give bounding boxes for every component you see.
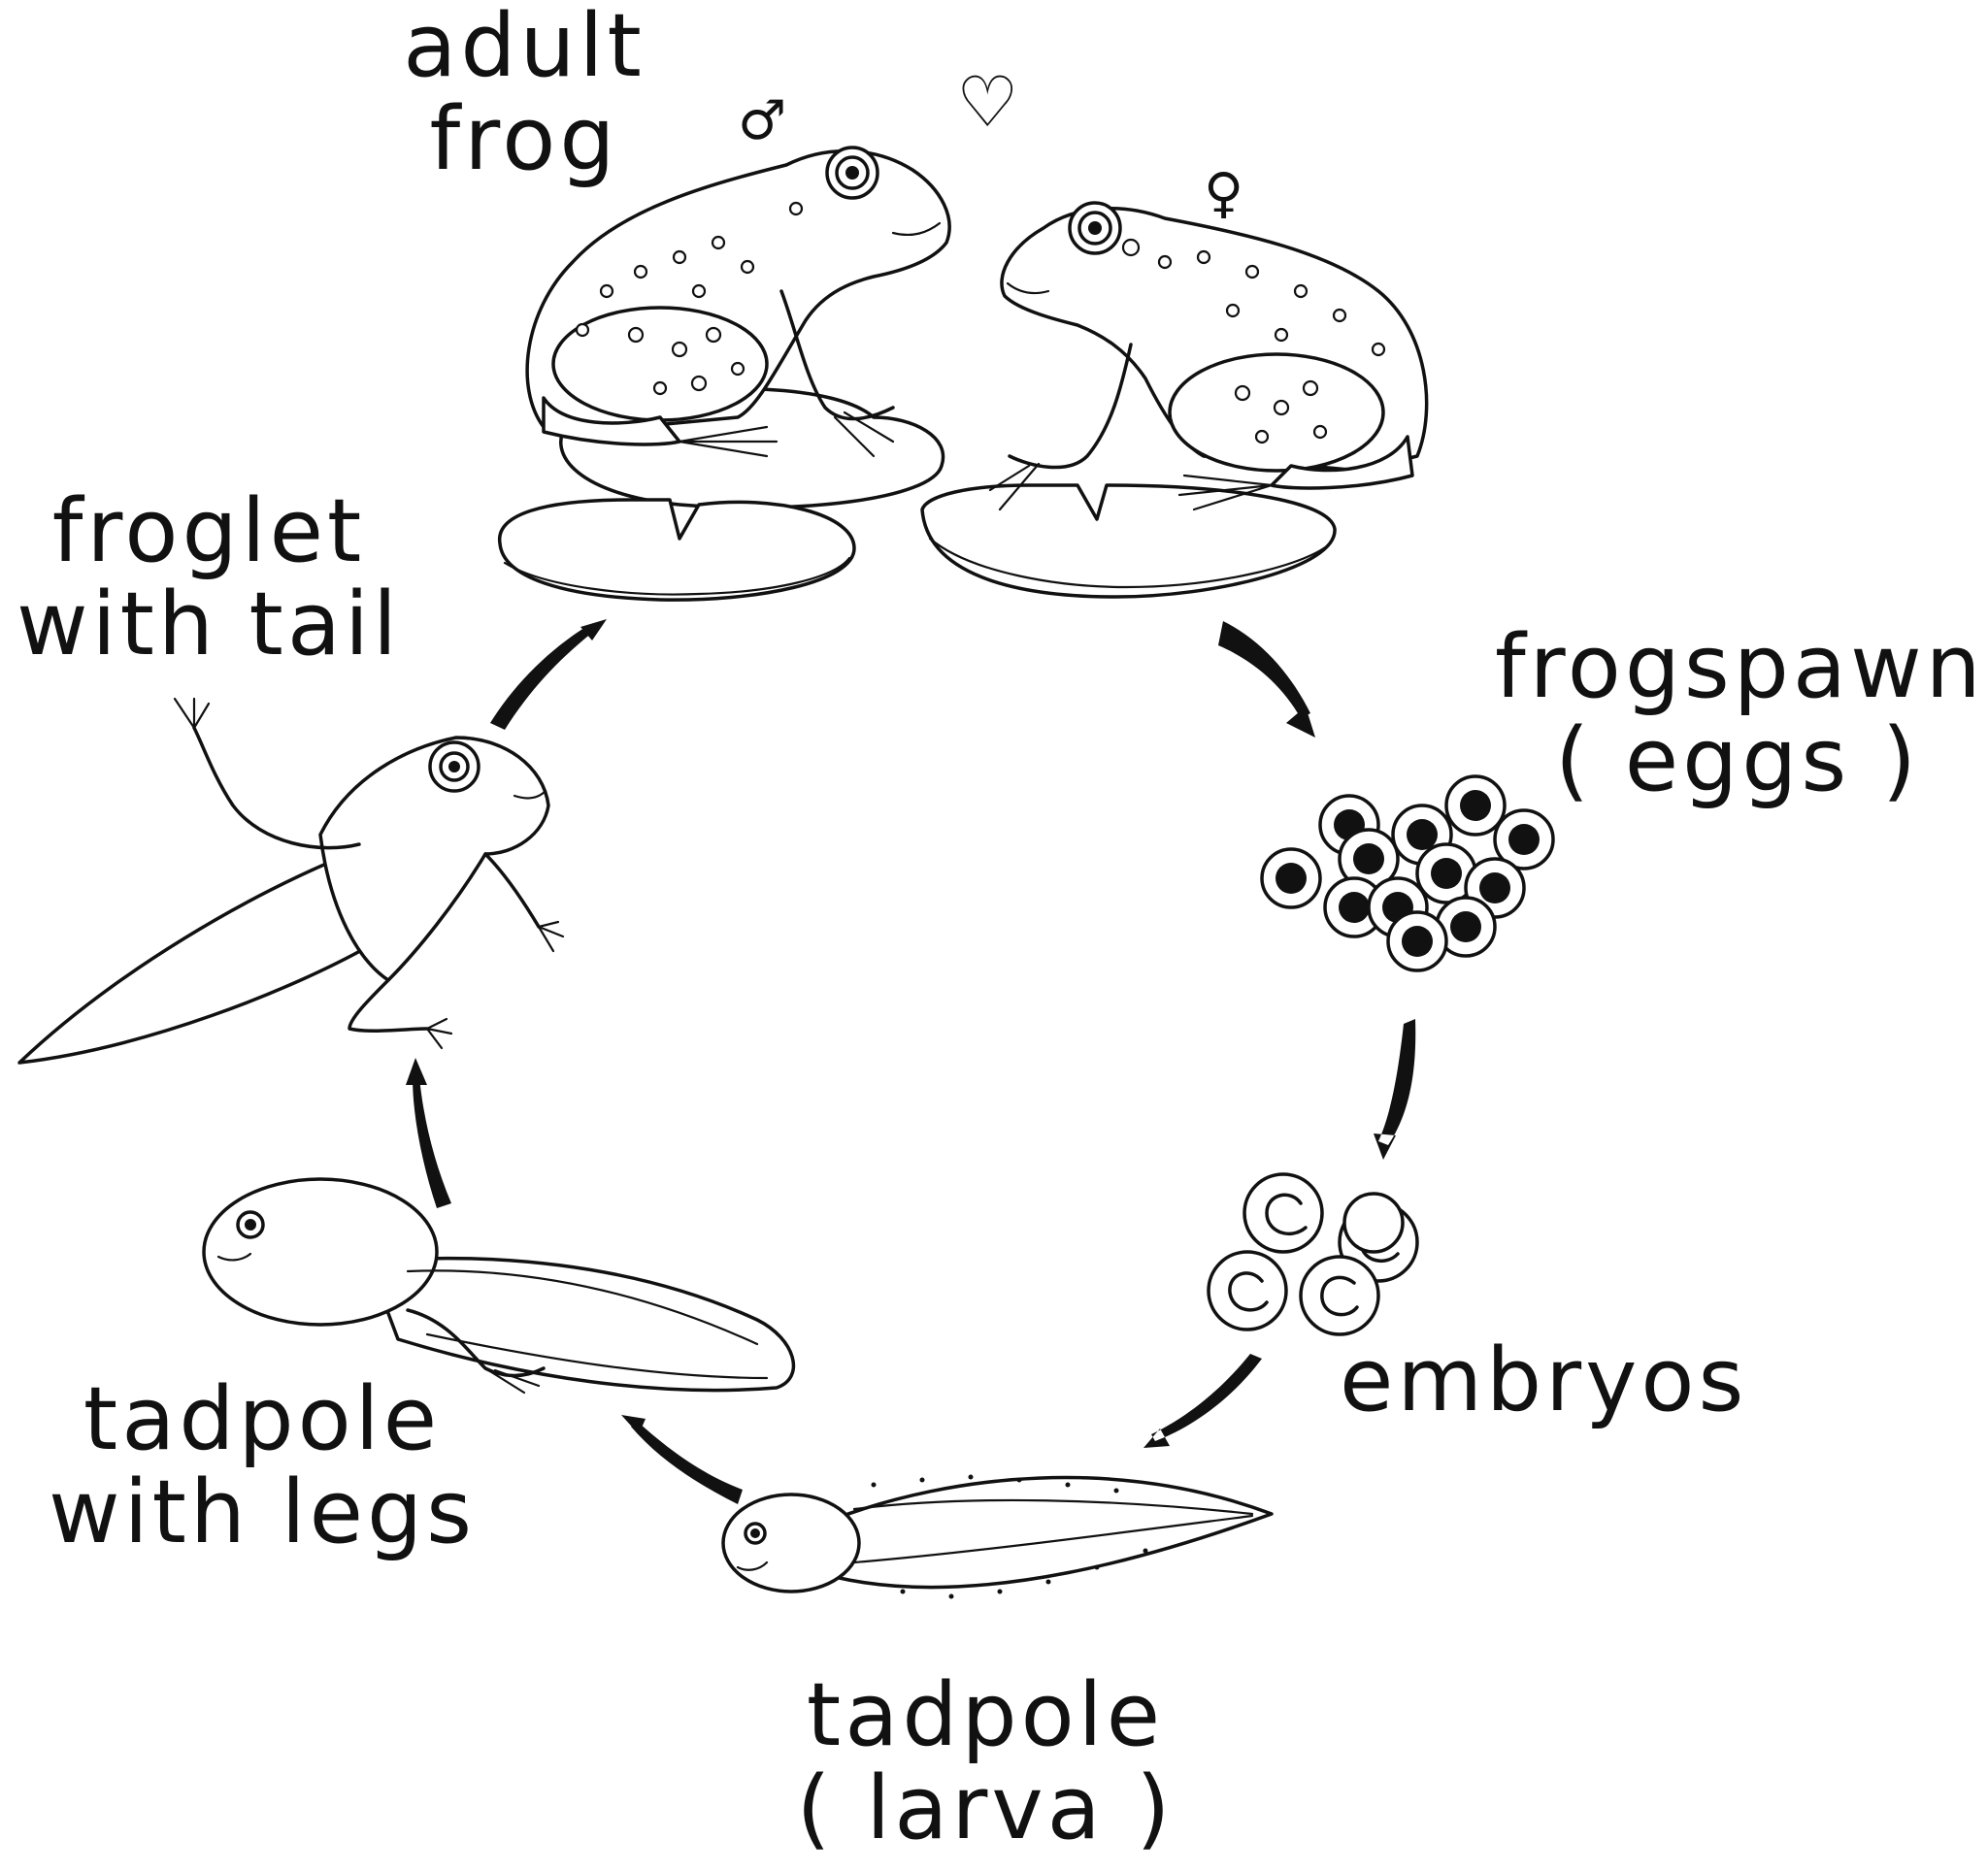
arrow-tadpole-to-tadpole-legs xyxy=(621,1415,743,1504)
label-adult-frog: adult frog xyxy=(403,0,646,190)
female-frog xyxy=(988,201,1429,511)
label-froglet-with-tail: froglet with tail xyxy=(17,480,401,675)
arrow-froglet-to-adult xyxy=(490,619,607,730)
embryos xyxy=(1207,1172,1419,1336)
male-symbol: ♂ xyxy=(738,89,787,152)
heart-symbol: ♡ xyxy=(956,61,1019,143)
froglet-with-tail xyxy=(17,697,565,1065)
female-symbol: ♀ xyxy=(1204,162,1244,225)
arrow-adult-to-frogspawn xyxy=(1218,621,1315,738)
label-embryos: embryos xyxy=(1340,1330,1748,1431)
label-tadpole-with-legs: tadpole with legs xyxy=(49,1368,476,1563)
label-tadpole-larva: tadpole ( larva ) xyxy=(796,1664,1175,1859)
cycle-arrows xyxy=(406,619,1416,1504)
frogspawn-eggs xyxy=(1260,774,1555,972)
male-frog xyxy=(525,146,951,458)
arrow-tadpole-legs-to-froglet xyxy=(406,1058,451,1208)
arrow-frogspawn-to-embryos xyxy=(1374,1019,1416,1160)
tadpole-with-legs xyxy=(202,1177,796,1395)
label-frogspawn: frogspawn ( eggs ) xyxy=(1495,616,1985,811)
tadpole-larva xyxy=(721,1474,1274,1599)
arrow-embryos-to-tadpole xyxy=(1143,1354,1262,1448)
